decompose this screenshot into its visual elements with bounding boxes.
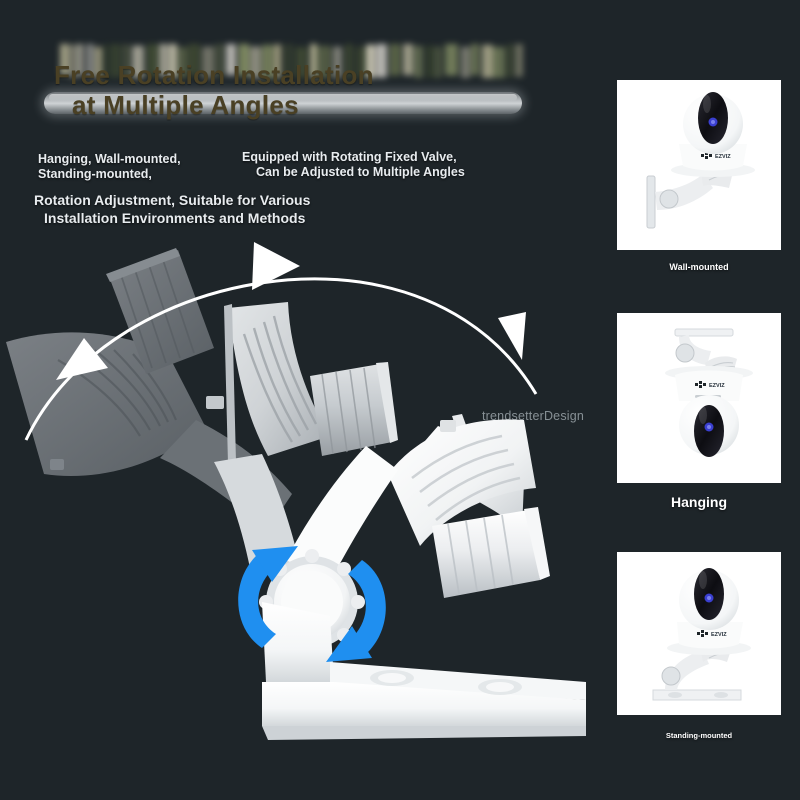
panel-hanging[interactable]: EZVIZ [617, 313, 781, 483]
feature-rotating-valve: Equipped with Rotating Fixed Valve, Can … [242, 150, 542, 180]
screw-hole [478, 679, 522, 695]
camera-standing-mounted-image: EZVIZ [617, 552, 781, 715]
mount-types-line-1: Hanging, Wall-mounted, [38, 152, 181, 166]
panel-label-hanging: Hanging [617, 494, 781, 510]
headline-line-2: at Multiple Angles [54, 90, 574, 120]
adjustment-line-1: Rotation Adjustment, Suitable for Variou… [34, 192, 310, 208]
mount-types-line-2: Standing-mounted, [38, 167, 152, 181]
svg-text:EZVIZ: EZVIZ [709, 383, 725, 389]
page-title: Free Rotation Installation at Multiple A… [54, 60, 574, 120]
screw-hole [370, 670, 414, 686]
rotation-illustration [0, 230, 600, 760]
svg-text:EZVIZ: EZVIZ [715, 154, 731, 160]
panel-label-standing-mounted: Standing-mounted [617, 731, 781, 740]
headline-line-1: Free Rotation Installation [54, 60, 374, 90]
brand-logo-icon: EZVIZ [695, 381, 725, 389]
feature-rotation-adjustment: Rotation Adjustment, Suitable for Variou… [34, 192, 394, 227]
brand-logo-icon: EZVIZ [697, 630, 727, 638]
camera-wall-mounted-image: EZVIZ [617, 80, 781, 250]
base-mounting-plate [262, 602, 586, 740]
panel-wall-mounted[interactable]: EZVIZ [617, 80, 781, 250]
svg-text:EZVIZ: EZVIZ [711, 632, 727, 638]
feature-mount-types: Hanging, Wall-mounted, Standing-mounted, [38, 152, 248, 182]
panel-label-wall-mounted: Wall-mounted [617, 262, 781, 272]
panel-standing-mounted[interactable]: EZVIZ [617, 552, 781, 715]
valve-line-2: Can be Adjusted to Multiple Angles [242, 165, 542, 180]
camera-hanging-image: EZVIZ [617, 313, 781, 483]
valve-line-1: Equipped with Rotating Fixed Valve, [242, 150, 457, 164]
adjustment-line-2: Installation Environments and Methods [34, 210, 394, 228]
